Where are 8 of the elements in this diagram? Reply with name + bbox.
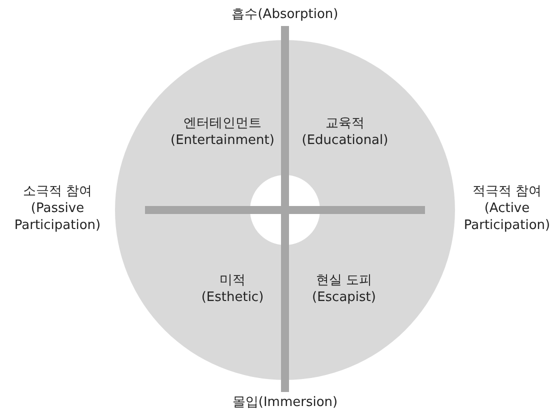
axis-label: 몰입(Immersion) bbox=[231, 394, 339, 411]
quadrant-label: 현실 도피 (Escapist) bbox=[311, 272, 377, 306]
axis-label: 소극적 참여 (Passive Participation) bbox=[13, 183, 102, 234]
quadrant-label: 엔터테인먼트 (Entertainment) bbox=[170, 115, 276, 149]
axis-label: 적극적 참여 (Active Participation) bbox=[462, 183, 552, 234]
quadrant-label: 미적 (Esthetic) bbox=[200, 272, 265, 306]
quadrant-label: 교육적 (Educational) bbox=[300, 115, 390, 149]
axis-label: 흡수(Absorption) bbox=[230, 6, 340, 23]
